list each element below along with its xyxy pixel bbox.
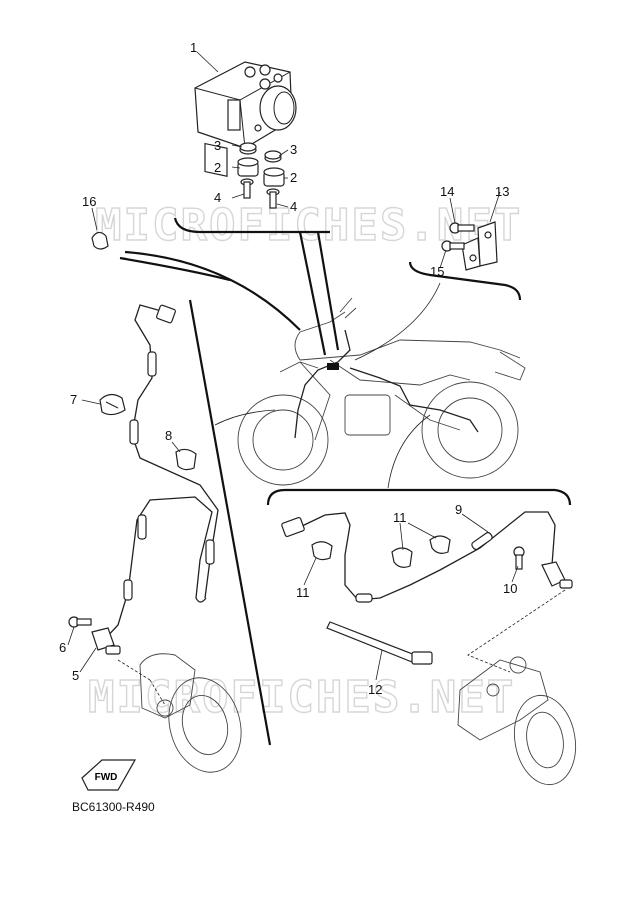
clamp-8[interactable] xyxy=(175,448,197,471)
callout-3-right: 3 xyxy=(290,142,297,157)
collar-3-right[interactable] xyxy=(264,150,282,163)
front-harness xyxy=(294,329,351,439)
rear-wheel-sensor-9[interactable] xyxy=(541,561,573,589)
harness-connector xyxy=(327,363,339,370)
rear-sensor-connector[interactable] xyxy=(281,516,305,538)
hydraulic-unit[interactable] xyxy=(194,61,297,177)
callout-1: 1 xyxy=(190,40,197,55)
callout-4-right: 4 xyxy=(290,199,297,214)
rear-harness xyxy=(349,367,479,433)
clamp-11-left[interactable] xyxy=(311,541,333,561)
leader-16b xyxy=(124,250,301,331)
callout-4-left: 4 xyxy=(214,190,221,205)
cable-tie-12[interactable] xyxy=(326,621,433,665)
front-sensor-lead-a xyxy=(131,304,219,599)
front-sensor-lead-b xyxy=(103,496,213,641)
front-lead-grommet-b xyxy=(129,419,139,445)
callout-8: 8 xyxy=(165,428,172,443)
collar-3-left[interactable] xyxy=(239,142,257,155)
callout-13: 13 xyxy=(495,184,509,199)
watermark-bottom: MICROFICHES.NET xyxy=(88,672,515,723)
bolt-6[interactable] xyxy=(68,616,92,628)
clamp-11-right[interactable] xyxy=(429,535,451,554)
front-lead-grommet-c xyxy=(137,514,147,540)
callout-5: 5 xyxy=(72,668,79,683)
leader-unit-b xyxy=(316,231,340,351)
group-bracket-top xyxy=(173,217,330,234)
bolt-14[interactable] xyxy=(449,222,475,234)
bolt-4-right[interactable] xyxy=(266,188,280,209)
callout-11-top: 11 xyxy=(393,510,407,525)
rear-sensor-lead xyxy=(299,511,556,601)
rear-caliper-disc xyxy=(457,589,577,786)
front-fork-disc xyxy=(117,653,242,773)
bolt-10[interactable] xyxy=(513,546,525,570)
fwd-label: FWD xyxy=(95,772,118,783)
bolt-15[interactable] xyxy=(441,240,465,252)
front-lead-grommet-e xyxy=(123,579,133,601)
callout-2-right: 2 xyxy=(290,170,297,185)
clamp-16[interactable] xyxy=(91,231,109,250)
leader-16a xyxy=(119,256,231,282)
diagram-reference-code: BC61300-R490 xyxy=(72,800,155,814)
clamp-11-mid[interactable] xyxy=(391,547,413,568)
motorcycle-outline xyxy=(237,297,526,486)
front-lead-grommet-a xyxy=(147,351,157,377)
callout-3-left: 3 xyxy=(214,138,221,153)
callout-7: 7 xyxy=(70,392,77,407)
front-wheel-sensor-5[interactable] xyxy=(91,627,121,655)
callout-11-left: 11 xyxy=(296,585,310,600)
damper-2-left[interactable] xyxy=(237,157,259,177)
group-bracket-rear xyxy=(266,488,572,506)
leader-bracket xyxy=(354,282,441,361)
front-sensor-connector[interactable] xyxy=(156,304,176,324)
callout-14: 14 xyxy=(440,184,454,199)
callout-6: 6 xyxy=(59,640,66,655)
callout-12: 12 xyxy=(368,682,382,697)
bracket-13[interactable] xyxy=(461,221,498,271)
group-bracket-right xyxy=(408,261,522,301)
front-lead-grommet-d xyxy=(205,539,215,565)
leader-front-sensor xyxy=(214,409,276,426)
rear-lead-sleeve xyxy=(471,531,493,551)
clamp-7[interactable] xyxy=(99,393,126,416)
leader-rear-sensor xyxy=(387,414,431,489)
damper-2-right[interactable] xyxy=(263,167,285,187)
callout-15: 15 xyxy=(430,264,444,279)
group-bracket-left xyxy=(188,299,272,746)
callout-16: 16 xyxy=(82,194,96,209)
bolt-4-left[interactable] xyxy=(240,178,254,199)
rear-lead-grommet xyxy=(355,593,373,603)
fwd-arrow-icon: FWD xyxy=(81,759,137,791)
callout-10: 10 xyxy=(503,581,517,596)
leader-unit xyxy=(298,231,327,356)
callout-9: 9 xyxy=(455,502,462,517)
callout-2-left: 2 xyxy=(214,160,221,175)
